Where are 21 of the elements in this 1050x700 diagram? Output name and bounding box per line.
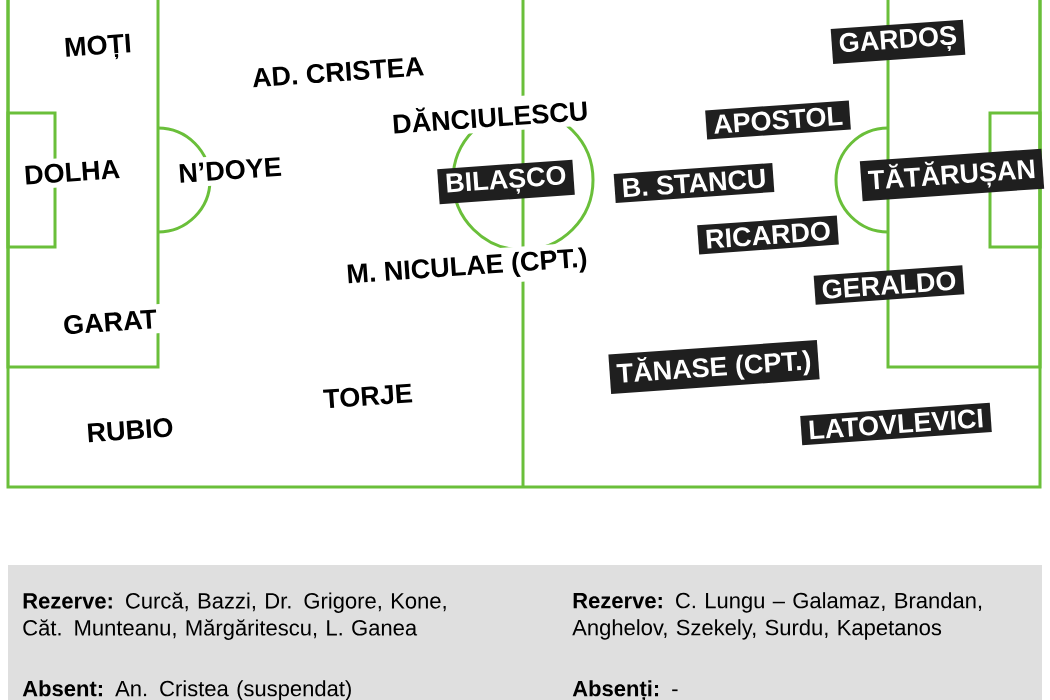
player-label: N’DOYE	[170, 151, 290, 189]
player-label: BILAȘCO	[437, 159, 575, 205]
player-label: GERALDO	[813, 265, 965, 305]
player-label: TĂNASE (CPT.)	[608, 340, 820, 394]
roster-text: Absent: An. Cristea (suspendat)	[22, 680, 351, 700]
player-label: GARAT	[55, 303, 165, 341]
player-label: RUBIO	[78, 411, 182, 449]
player-label: B. STANCU	[613, 162, 775, 204]
player-label: RICARDO	[697, 215, 839, 255]
player-label: TORJE	[315, 377, 421, 415]
player-label: AD. CRISTEA	[243, 50, 433, 93]
roster-text: Rezerve: C. Lungu – Galamaz, Brandan, Anghelov, Szekely, Surdu, Kapetanos	[572, 592, 982, 640]
player-label: M. NICULAE (CPT.)	[338, 241, 596, 295]
roster-text: Rezerve: Curcă, Bazzi, Dr. Grigore, Kone, Căt. Munteanu, Mărgăritescu, L. Ganea	[23, 592, 446, 640]
player-label: LATOVLEVICI	[800, 402, 992, 446]
player-label: TĂTĂRUȘAN	[859, 148, 1045, 202]
player-label: APOSTOL	[705, 100, 851, 140]
player-label: DOLHA	[16, 153, 128, 191]
player-label: GARDOȘ	[830, 19, 966, 65]
player-label: MOȚI	[56, 27, 140, 69]
player-label: DĂNCIULESCU	[383, 90, 597, 140]
